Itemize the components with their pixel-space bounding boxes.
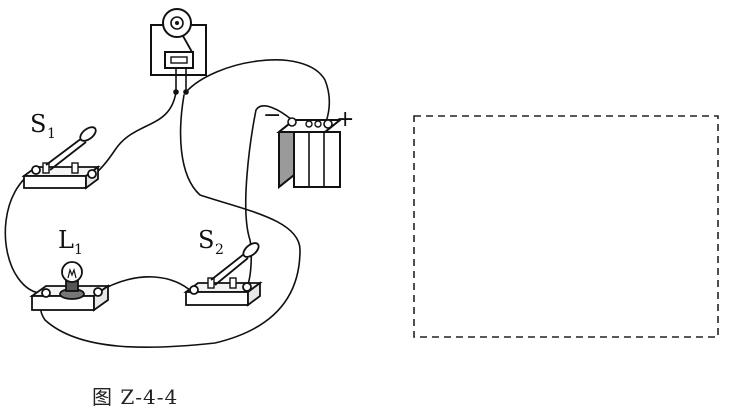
s2-terminal-right — [242, 282, 252, 292]
answer-box — [413, 115, 719, 338]
s2-board-side — [247, 281, 261, 307]
switch-s2 — [183, 242, 263, 307]
bell-coil — [170, 56, 188, 64]
battery-plus-sign: + — [336, 107, 354, 132]
bell-hammer-arm — [182, 35, 193, 53]
battery-cap-1 — [305, 120, 313, 128]
battery-terminal-plus — [323, 119, 333, 129]
s2-blade-edge-2 — [214, 257, 249, 286]
light-bulb-icon — [61, 261, 83, 283]
s1-label-sub: 1 — [47, 126, 56, 142]
s1-terminal-right — [87, 169, 97, 179]
s1-terminal-left — [31, 165, 41, 175]
bell-dome-center — [175, 21, 179, 25]
s1-handle — [79, 126, 97, 142]
wire-battery-minus-lead — [244, 105, 293, 288]
s2-label-main: S — [198, 226, 214, 254]
s2-terminal-left — [189, 285, 199, 295]
battery-terminal-minus — [287, 117, 297, 127]
s1-label-main: S — [30, 110, 46, 138]
s2-blade-edge-1 — [210, 253, 245, 281]
wire-bell-to-s1 — [91, 91, 177, 177]
battery-front-face — [293, 131, 341, 188]
lamp-filament — [67, 268, 77, 279]
l1-label-main: L — [58, 226, 74, 254]
s1-board-front — [23, 175, 87, 189]
lamp-terminal-right — [93, 287, 103, 297]
battery-icon — [276, 117, 343, 190]
lamp-terminal-left — [41, 288, 51, 298]
s2-label-sub: 2 — [215, 242, 224, 258]
s2-clip-left — [207, 277, 215, 289]
l1-label-sub: 1 — [74, 242, 83, 258]
s1-blade-edge-2 — [49, 141, 87, 171]
bell-terminal-right — [183, 89, 189, 95]
battery-minus-sign: − — [263, 103, 281, 128]
s1-blade-edge-1 — [45, 137, 83, 166]
s1-clip-left — [42, 162, 50, 174]
bell-terminal-left — [173, 89, 179, 95]
wire-bell-to-battery-plus — [185, 59, 331, 123]
switch-s1 — [21, 126, 101, 190]
figure-caption: 图 Z-4-4 — [92, 385, 179, 409]
electric-bell-icon — [150, 8, 207, 95]
s1-clip-right — [71, 162, 79, 174]
lamp-l1 — [29, 261, 111, 312]
battery-cap-2 — [314, 120, 322, 128]
wire-bell-to-battery-minus — [39, 94, 301, 349]
lamp-board-side — [93, 284, 109, 312]
wire-lamp-to-s2 — [97, 276, 193, 293]
s2-handle — [242, 242, 260, 258]
s2-clip-right — [229, 277, 237, 289]
